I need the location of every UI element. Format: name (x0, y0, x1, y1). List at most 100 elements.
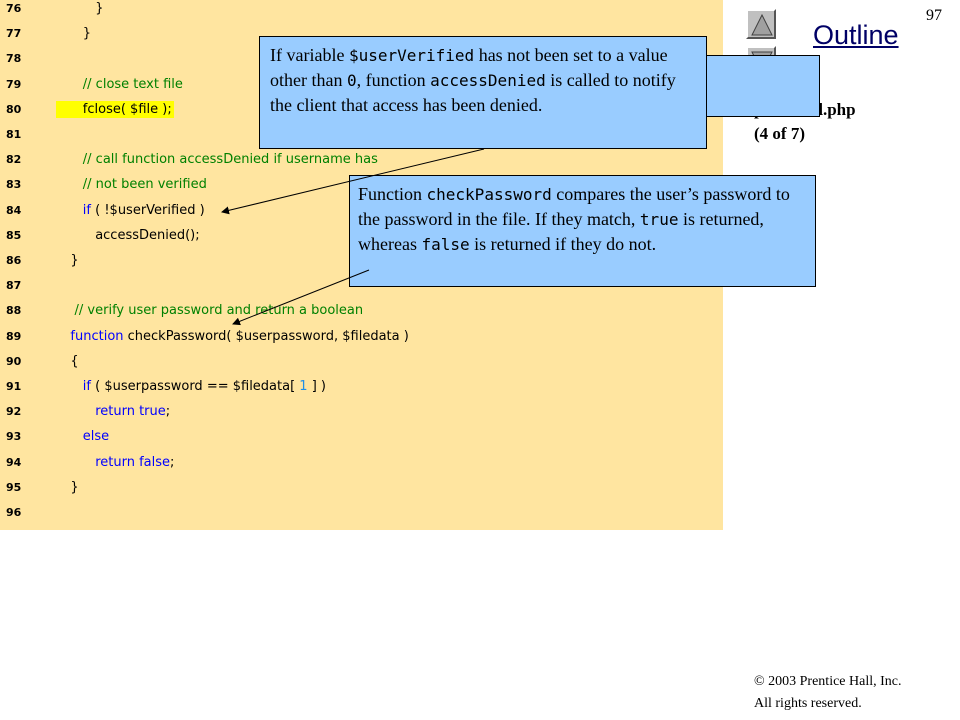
line-code: // verify user password and return a boo… (56, 302, 365, 319)
code-token (58, 429, 83, 444)
code-token (58, 455, 95, 470)
code-token (58, 329, 70, 344)
code-line: 80 fclose( $file ); (0, 100, 723, 126)
code-line: 85 accessDenied(); (0, 227, 723, 252)
copyright-line: All rights reserved. (754, 696, 862, 711)
triangle-up-icon[interactable] (746, 9, 776, 39)
code-token: ; (165, 404, 171, 420)
line-code: else (56, 428, 111, 445)
line-code: fclose( $file ); (56, 100, 174, 118)
code-line: 84 if ( !$userVerified ) (0, 202, 723, 227)
code-line: 87 (0, 277, 723, 302)
line-code: if ( !$userVerified ) (56, 202, 207, 219)
code-line: 76 } (0, 0, 723, 25)
code-token: ] ) (307, 379, 326, 394)
code-token: } (58, 1, 104, 16)
line-code: } (56, 252, 81, 269)
line-code: // call function accessDenied if usernam… (56, 151, 380, 168)
callout-code: true (639, 210, 679, 229)
code-token: ( $userpassword == $filedata[ (91, 379, 300, 394)
code-token: if (82, 379, 91, 394)
callout-code: $userVerified (348, 46, 475, 65)
line-number: 94 (6, 455, 22, 469)
code-token: // not been verified (58, 177, 207, 193)
line-number: 77 (6, 27, 22, 41)
line-number: 76 (6, 2, 22, 15)
copyright: © 2003 Prentice Hall, Inc. All rights re… (754, 671, 902, 715)
callout-text: is returned, whereas (358, 209, 764, 254)
line-code: accessDenied(); (56, 227, 202, 244)
code-token: // verify user password and return a boo… (58, 303, 364, 319)
code-token: // call function accessDenied if usernam… (58, 152, 378, 168)
callout-code: checkPassword (426, 185, 552, 204)
code-token: else (82, 429, 110, 445)
code-token: } (58, 253, 79, 268)
callout-code: accessDenied (430, 71, 546, 90)
callout-text: If variable (270, 45, 349, 65)
code-token: return false (95, 454, 171, 470)
code-token: } (58, 479, 79, 495)
line-code: if ( $userpassword == $filedata[ 1 ] ) (56, 378, 328, 395)
line-code: { (56, 353, 81, 370)
line-number: 89 (6, 329, 22, 343)
code-line: 96 (0, 504, 723, 529)
line-number: 85 (6, 228, 22, 242)
line-code: // not been verified (56, 176, 209, 193)
line-number: 93 (6, 430, 22, 444)
code-line: 86 } (0, 252, 723, 277)
line-number: 96 (6, 506, 22, 519)
code-token: function (70, 328, 124, 344)
code-token (58, 203, 83, 218)
line-code: } (56, 25, 93, 42)
callout-text: , function (356, 70, 431, 90)
code-token: } (58, 26, 92, 42)
line-number: 83 (6, 178, 22, 192)
code-line: 95 } (0, 479, 723, 504)
callout-text: is called to notify the client that acce… (270, 70, 676, 115)
code-line: 77 } (0, 25, 723, 50)
code-line: 93 else (0, 428, 723, 453)
line-number: 84 (6, 203, 22, 217)
code-token (58, 404, 95, 419)
line-number: 80 (6, 102, 22, 116)
callout-text: is returned if they do not. (469, 234, 657, 254)
line-code: } (56, 0, 105, 17)
callout-text: Function (358, 184, 427, 204)
callout-text: has not been set to a value other than (270, 45, 668, 90)
line-number: 87 (6, 279, 22, 293)
line-code: } (56, 479, 81, 496)
line-number: 92 (6, 405, 22, 419)
line-number: 88 (6, 304, 22, 318)
line-number: 79 (6, 77, 22, 91)
callout-code: 0 (346, 71, 357, 90)
code-token: checkPassword( $userpassword, $filedata … (123, 328, 409, 344)
line-number: 95 (6, 480, 22, 494)
code-token: return true (95, 404, 166, 420)
line-number: 91 (6, 380, 22, 393)
code-line: 82 // call function accessDenied if user… (0, 151, 723, 176)
callout-access-denied: If variable $userVerified has not been s… (259, 36, 707, 149)
code-token: 1 (299, 379, 308, 394)
code-line: 88 // verify user password and return a … (0, 302, 723, 327)
line-code: return true; (56, 403, 172, 420)
code-line: 78 (0, 50, 723, 75)
line-number: 86 (6, 254, 22, 267)
code-line: 81 (0, 126, 723, 151)
line-number: 82 (6, 153, 22, 167)
code-token: ; (170, 454, 175, 470)
outline-link[interactable]: Outline (813, 20, 899, 50)
callout-check-password: Function checkPassword compares the user… (349, 175, 816, 287)
code-line: 92 return true; (0, 403, 723, 428)
code-line: 90 { (0, 353, 723, 378)
line-code: // close text file (56, 76, 185, 93)
code-line: 79 // close text file (0, 76, 723, 101)
callout-code: false (421, 235, 470, 254)
file-part: (4 of 7) (754, 124, 805, 143)
code-line: 94 return false; (0, 454, 723, 479)
code-token: accessDenied(); (58, 227, 200, 243)
code-line: 89 function checkPassword( $userpassword… (0, 328, 723, 353)
line-number: 78 (6, 52, 22, 66)
copyright-line: © 2003 Prentice Hall, Inc. (754, 674, 902, 689)
code-token (58, 379, 83, 394)
code-token: { (58, 353, 79, 369)
